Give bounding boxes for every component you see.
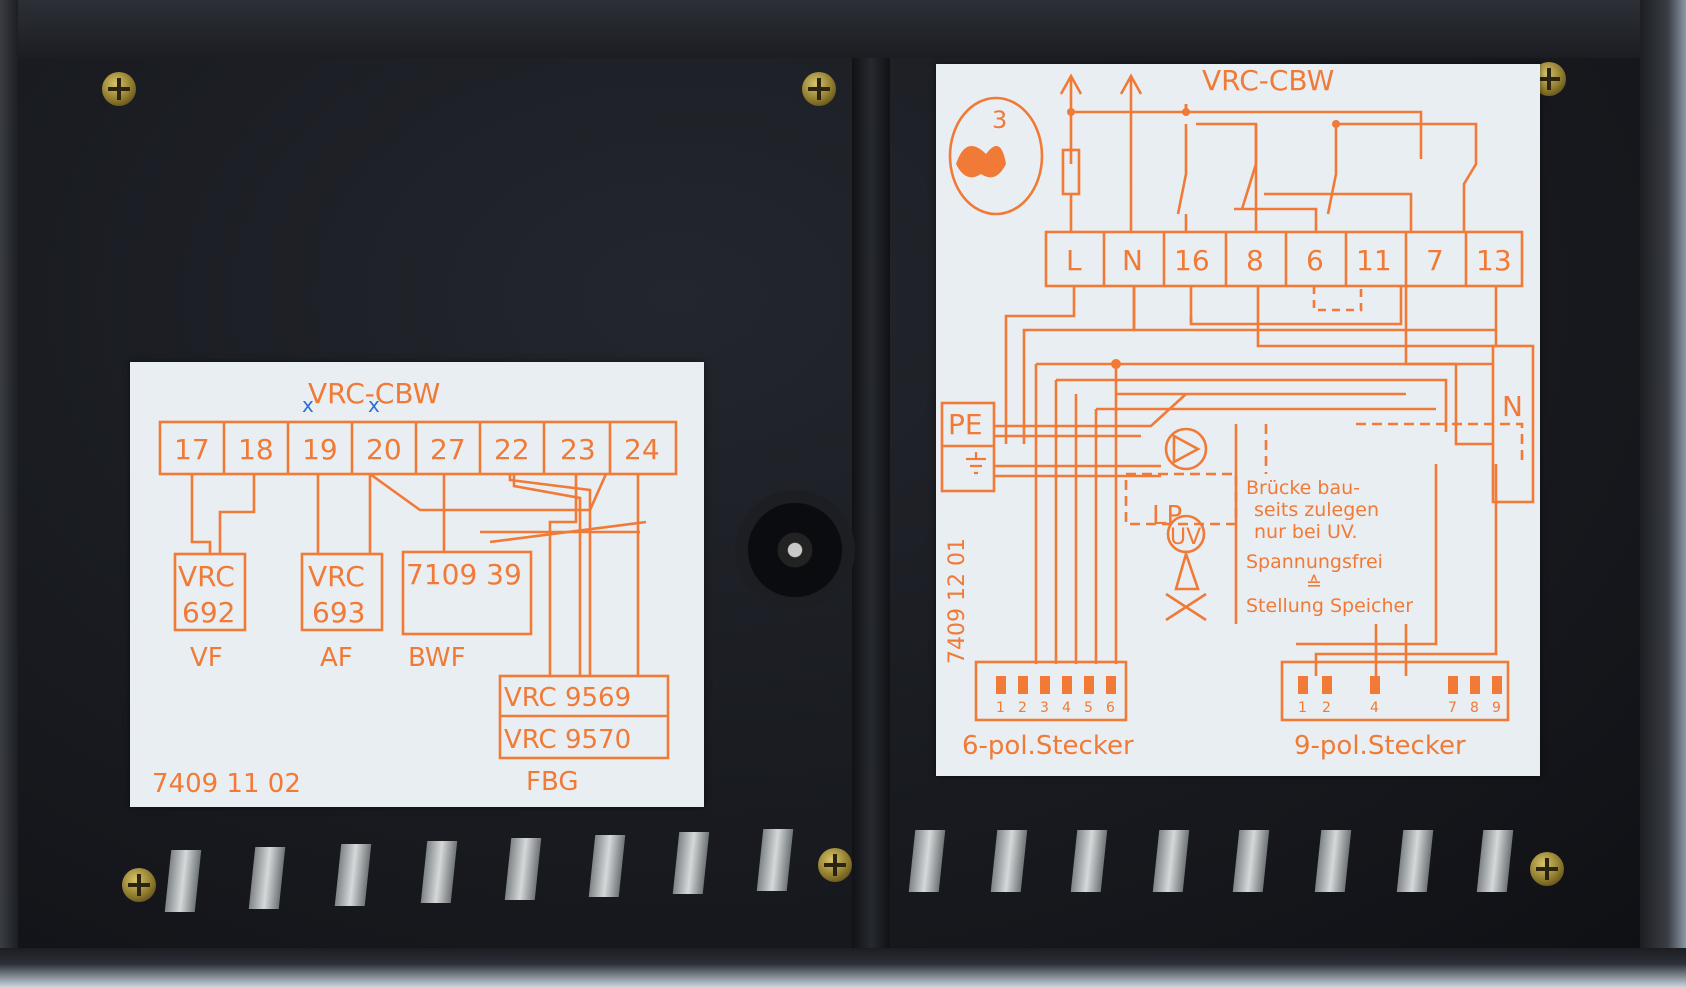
right-title: VRC-CBW [1202, 64, 1334, 97]
housing-rim-right [1640, 0, 1686, 987]
plug6-pin-4: 4 [1062, 700, 1071, 716]
left-wiring-diagram: VRC-CBW 17 18 19 20 27 22 23 24 VRC 692 … [152, 377, 678, 799]
fbg-line2: VRC 9570 [504, 725, 631, 755]
right-terminal-l: L [1066, 244, 1082, 277]
plug9-pin-2: 2 [1322, 700, 1331, 716]
stamp-number: 3 [992, 106, 1007, 134]
left-terminal-22: 22 [494, 433, 530, 466]
plug9-pin-9: 9 [1492, 700, 1501, 716]
screw-top-left [102, 72, 136, 106]
vrc693-line1: VRC [308, 560, 365, 593]
terminal-pin [1396, 830, 1434, 892]
center-socket [735, 490, 855, 610]
plug6-caption: 6-pol.Stecker [962, 731, 1134, 761]
right-terminal-11: 11 [1356, 244, 1392, 277]
left-terminal-24: 24 [624, 433, 660, 466]
terminal-pin [990, 830, 1028, 892]
terminal-pin [1070, 830, 1108, 892]
right-terminal-6: 6 [1306, 244, 1324, 277]
screw-bottom-left [122, 868, 156, 902]
plug9-pin-7: 7 [1448, 700, 1457, 716]
right-terminal-8: 8 [1246, 244, 1264, 277]
plug6-pin-2: 2 [1018, 700, 1027, 716]
pen-mark-20: x [368, 393, 380, 417]
n-block [1491, 344, 1535, 504]
plug6-pin-1: 1 [996, 700, 1005, 716]
legend-line1: Spannungsfrei [1246, 551, 1383, 573]
vrc692-line1: VRC [178, 560, 235, 593]
uv-label: UV [1170, 525, 1201, 550]
vrc692-line2: 692 [182, 596, 235, 629]
legend-line2: ≙ [1306, 573, 1322, 595]
plug-6-pin [974, 660, 1128, 722]
terminal-pin [1232, 830, 1270, 892]
terminal-pin [1476, 830, 1514, 892]
n-label: N [1502, 390, 1523, 423]
left-terminal-19: 19 [302, 433, 338, 466]
left-title: VRC-CBW [308, 377, 440, 410]
housing-rim-left [0, 0, 18, 987]
terminal-pin [164, 850, 202, 912]
box-710939: 7109 39 [406, 558, 522, 591]
left-terminal-23: 23 [560, 433, 596, 466]
note-line3: nur bei UV. [1254, 521, 1358, 543]
right-wiring-diagram: VRC-CBW 3 L N 16 8 6 11 7 13 PE N LP UV … [940, 64, 1535, 761]
right-terminal-strip [1044, 230, 1524, 288]
plug9-caption: 9-pol.Stecker [1294, 731, 1466, 761]
plug-9-pin [1280, 660, 1510, 722]
plug9-pin-1: 1 [1298, 700, 1307, 716]
screw-bottom-right [1530, 852, 1564, 886]
right-terminal-16: 16 [1174, 244, 1210, 277]
pen-mark-19: x [302, 393, 314, 417]
caption-af: AF [320, 643, 353, 673]
terminal-pin [908, 830, 946, 892]
plug6-pin-6: 6 [1106, 700, 1115, 716]
fbg-line1: VRC 9569 [504, 683, 631, 713]
plug6-pin-3: 3 [1040, 700, 1049, 716]
vrc693-line2: 693 [312, 596, 365, 629]
left-terminal-27: 27 [430, 433, 466, 466]
left-terminal-20: 20 [366, 433, 402, 466]
terminal-pin [672, 832, 710, 894]
terminal-pin [420, 841, 458, 903]
left-part-number: 7409 11 02 [152, 769, 301, 799]
screw-top-center [802, 72, 836, 106]
right-terminal-n: N [1122, 244, 1143, 277]
right-terminal-13: 13 [1476, 244, 1512, 277]
stamp-smudge [956, 146, 1006, 178]
pe-label: PE [948, 408, 983, 441]
plug6-pin-5: 5 [1084, 700, 1093, 716]
lp-label: LP [1152, 501, 1182, 531]
terminal-pin [588, 835, 626, 897]
note-line1: Brücke bau- [1246, 477, 1360, 499]
terminal-pin [248, 847, 286, 909]
caption-fbg: FBG [526, 767, 578, 797]
housing-divider-wall [852, 58, 890, 948]
note-line2: seits zulegen [1254, 499, 1379, 521]
left-terminal-17: 17 [174, 433, 210, 466]
plug9-pin-4: 4 [1370, 700, 1379, 716]
right-part-number: 7409 12 01 [945, 538, 970, 664]
plug9-pin-8: 8 [1470, 700, 1479, 716]
terminal-pin [504, 838, 542, 900]
caption-bwf: BWF [408, 643, 466, 673]
caption-vf: VF [190, 643, 223, 673]
left-terminal-strip [158, 420, 678, 476]
left-terminal-18: 18 [238, 433, 274, 466]
legend-line3: Stellung Speicher [1246, 595, 1413, 617]
terminal-pin [334, 844, 372, 906]
right-terminal-7: 7 [1426, 244, 1444, 277]
terminal-pin [756, 829, 794, 891]
screw-bottom-center [818, 848, 852, 882]
housing-rim-top [0, 0, 1686, 58]
right-wiring-label: VRC-CBW 3 L N 16 8 6 11 7 13 PE N LP UV … [936, 64, 1540, 776]
housing-rim-bottom [0, 948, 1686, 987]
left-wiring-label: VRC-CBW 17 18 19 20 27 22 23 24 VRC 692 … [130, 362, 704, 807]
terminal-pin [1314, 830, 1352, 892]
terminal-pin [1152, 830, 1190, 892]
inspection-stamp-ring [948, 96, 1044, 216]
